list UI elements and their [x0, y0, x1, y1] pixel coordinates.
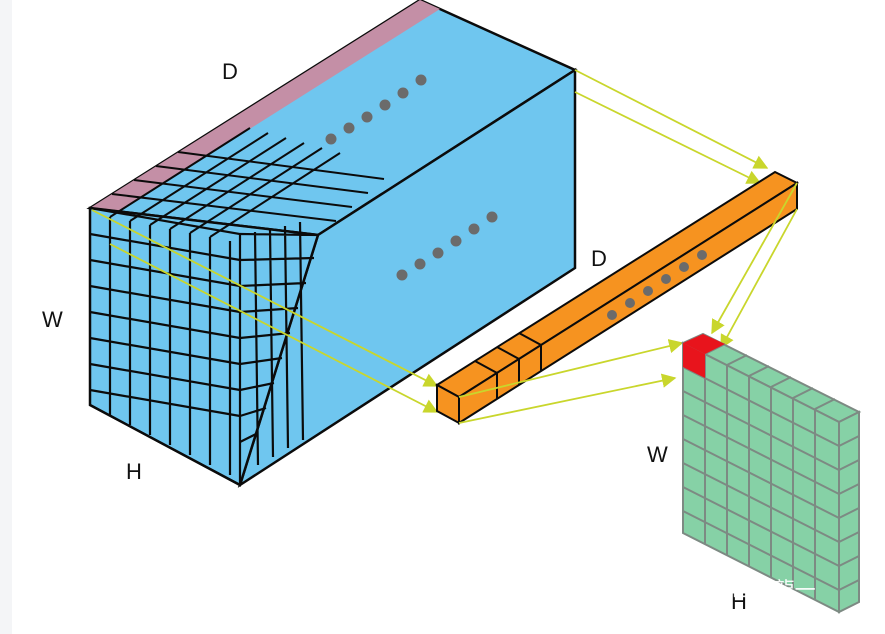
dots-icon [396, 211, 498, 281]
depth-vector-bar [435, 170, 800, 425]
projection-arrows-left [91, 69, 769, 413]
arrow-icon [109, 243, 439, 413]
highlight-cell [683, 343, 705, 378]
arrow-icon [574, 69, 769, 169]
feature-map-grid [682, 343, 860, 599]
label-height-left: H [126, 459, 142, 484]
label-width-right: W [647, 442, 668, 467]
watermark: 知乎 @山崎龍一 [662, 578, 816, 602]
volume-depth-slice-band [90, 0, 440, 217]
arrow-icon [574, 91, 762, 184]
label-depth-top: D [222, 59, 238, 84]
volume-side-grid [239, 221, 319, 466]
bar-segment-lines [474, 332, 542, 399]
projection-arrows-right [458, 182, 798, 424]
dots-icon [325, 74, 427, 145]
label-depth-bar: D [591, 246, 607, 271]
label-width-left: W [42, 307, 63, 332]
highlight-cell-top [683, 334, 725, 354]
arrow-icon [720, 208, 798, 350]
label-height-right: H [731, 589, 747, 614]
volume-top-grid [89, 127, 385, 238]
arrow-icon [458, 339, 684, 398]
page-left-margin [0, 0, 12, 634]
arrow-icon [458, 373, 677, 424]
input-volume [86, 0, 578, 488]
arrow-icon [91, 209, 439, 387]
feature-map [680, 332, 862, 614]
dots-icon [607, 250, 707, 320]
arrow-icon [711, 182, 798, 335]
